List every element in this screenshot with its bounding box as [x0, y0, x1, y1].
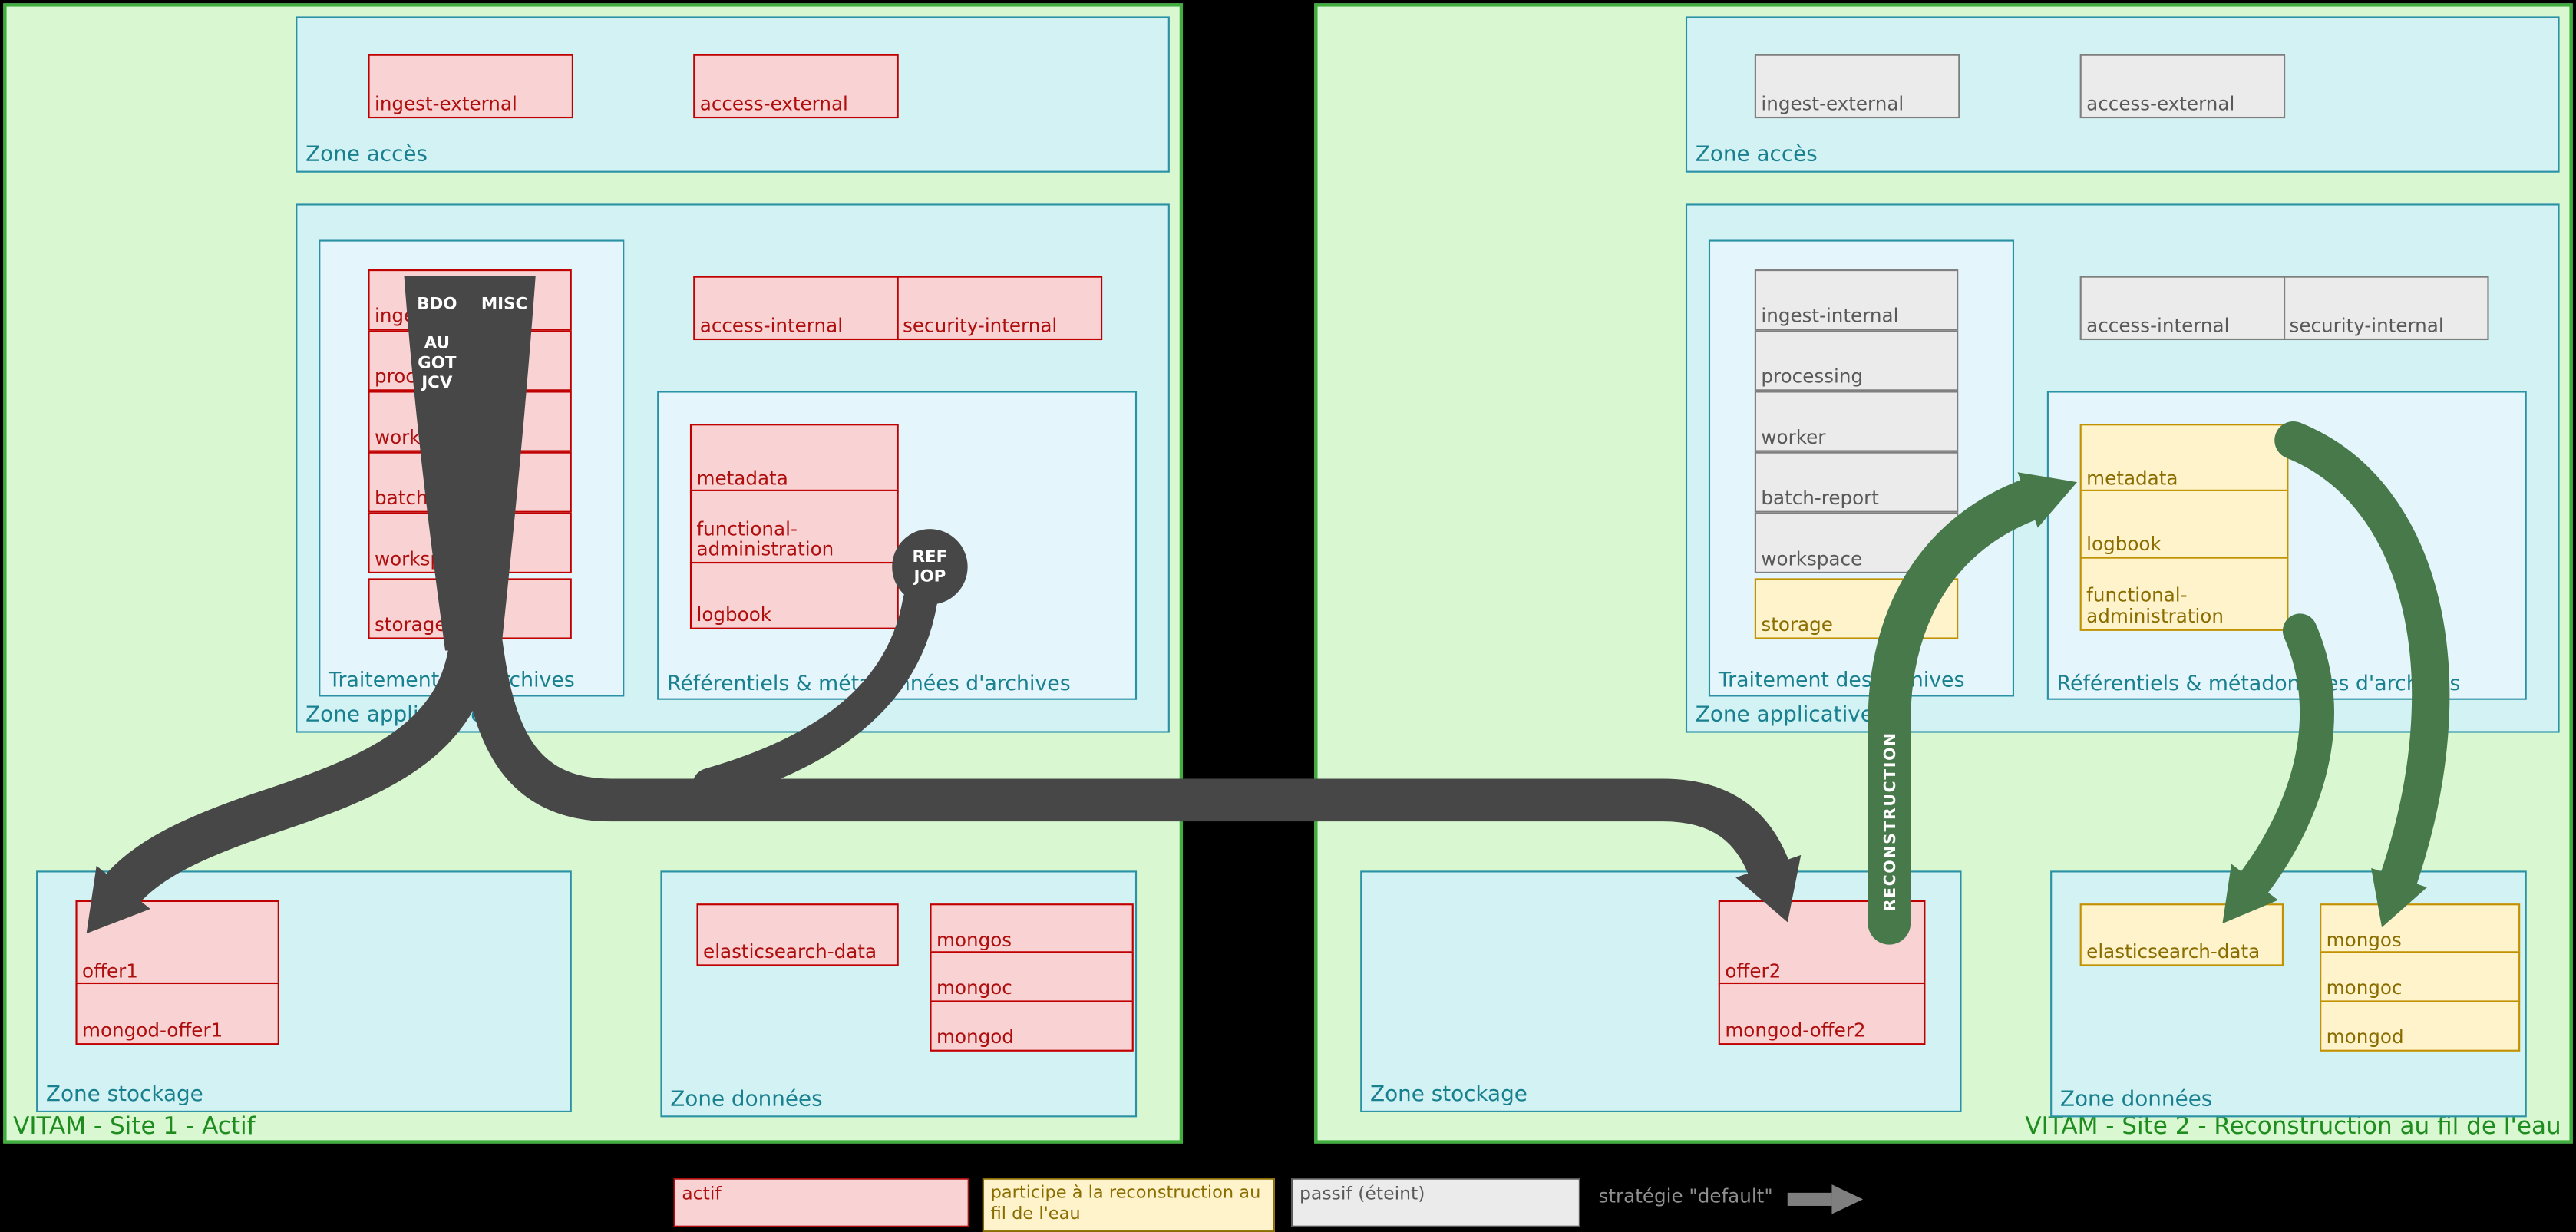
site1-security-internal: security-internal	[896, 276, 1102, 341]
site1-workspace: workspace	[368, 512, 572, 573]
site2-referentiels-stack: metadata logbook functional-administrati…	[2079, 424, 2289, 631]
site1-mongos: mongos	[930, 903, 1134, 955]
site2-access-external: access-external	[2079, 54, 2286, 119]
site1-zone-acces-label: Zone accès	[305, 143, 428, 168]
site2-storage: storage	[1754, 578, 1959, 639]
site2-ingest-external: ingest-external	[1754, 54, 1960, 119]
site1-zone-donnees-label: Zone données	[670, 1087, 823, 1112]
site1-referentiels-stack: metadata functional-administration logbo…	[689, 424, 899, 629]
site1-logbook: logbook	[689, 561, 899, 629]
site2-access-internal: access-internal	[2079, 276, 2286, 341]
legend-passif: passif (éteint)	[1291, 1178, 1580, 1227]
site1-processing: processing	[368, 330, 572, 391]
site2-workspace: workspace	[1754, 512, 1959, 573]
site2-ingest-internal: ingest-internal	[1754, 269, 1959, 331]
site1-mongod-offer1: mongod-offer1	[75, 983, 279, 1045]
site1-access-internal: access-internal	[693, 276, 899, 341]
site2-referentiels-label: Référentiels & métadonnées d'archives	[2056, 670, 2461, 695]
site2-traitement-label: Traitement des archives	[1718, 666, 1965, 692]
site1-mongoc: mongoc	[930, 951, 1134, 1003]
site1-offer-stack: offer1 mongod-offer1	[75, 900, 279, 1045]
legend-strategie-label: stratégie "default"	[1598, 1184, 1773, 1208]
site1-zone-stockage-label: Zone stockage	[45, 1082, 203, 1108]
site2-zone-acces-label: Zone accès	[1695, 143, 1818, 168]
site2-processing: processing	[1754, 330, 1959, 391]
site2-security-internal: security-internal	[2282, 276, 2488, 341]
site2-offer2: offer2	[1718, 900, 1926, 986]
site1-title: VITAM - Site 1 - Actif	[13, 1114, 256, 1141]
site1-zone-applicative-label: Zone applicative	[305, 703, 484, 728]
site2-zone-donnees-label: Zone données	[2059, 1087, 2213, 1112]
site1-referentiels-label: Référentiels & métadonnées d'archives	[666, 670, 1071, 695]
site2-mongoc: mongoc	[2320, 951, 2521, 1003]
site1-batch-report: batch-report	[368, 451, 572, 513]
site1-access-external: access-external	[693, 54, 899, 119]
site2-mongod: mongod	[2320, 999, 2521, 1051]
site2-mongod-offer2: mongod-offer2	[1718, 983, 1926, 1045]
site2-batch-report: batch-report	[1754, 451, 1959, 513]
site1-offer1: offer1	[75, 900, 279, 986]
site2-zone-stockage-label: Zone stockage	[1370, 1082, 1527, 1108]
site1-traitement-label: Traitement des archives	[329, 666, 575, 692]
legend-participe: participe à la reconstruction au fil de …	[982, 1178, 1275, 1232]
site1-mongod: mongod	[930, 999, 1134, 1051]
site2-mongo-stack: mongos mongoc mongod	[2320, 903, 2521, 1051]
legend-actif: actif	[673, 1178, 969, 1227]
site2-worker: worker	[1754, 391, 1959, 452]
site2-functional-administration: functional-administration	[2079, 556, 2289, 631]
site1-worker: worker	[368, 391, 572, 452]
site1-storage: storage	[368, 578, 572, 639]
site1-functional-administration: functional-administration	[689, 490, 899, 564]
site2-title: VITAM - Site 2 - Reconstruction au fil d…	[2025, 1114, 2561, 1141]
site1-metadata: metadata	[689, 424, 899, 494]
site2-zone-applicative-label: Zone applicative	[1695, 703, 1874, 728]
site1-mongo-stack: mongos mongoc mongod	[930, 903, 1134, 1051]
site1-elasticsearch-data: elasticsearch-data	[696, 903, 899, 966]
site2-offer-stack: offer2 mongod-offer2	[1718, 900, 1926, 1045]
site2-mongos: mongos	[2320, 903, 2521, 955]
site2-metadata: metadata	[2079, 424, 2289, 494]
site1-ingest-external: ingest-external	[368, 54, 573, 119]
site1-ingest-internal: ingest-internal	[368, 269, 572, 331]
site2-logbook: logbook	[2079, 490, 2289, 560]
site2-elasticsearch-data: elasticsearch-data	[2079, 903, 2284, 966]
legend-strategy-arrow-icon	[1787, 1184, 1864, 1214]
